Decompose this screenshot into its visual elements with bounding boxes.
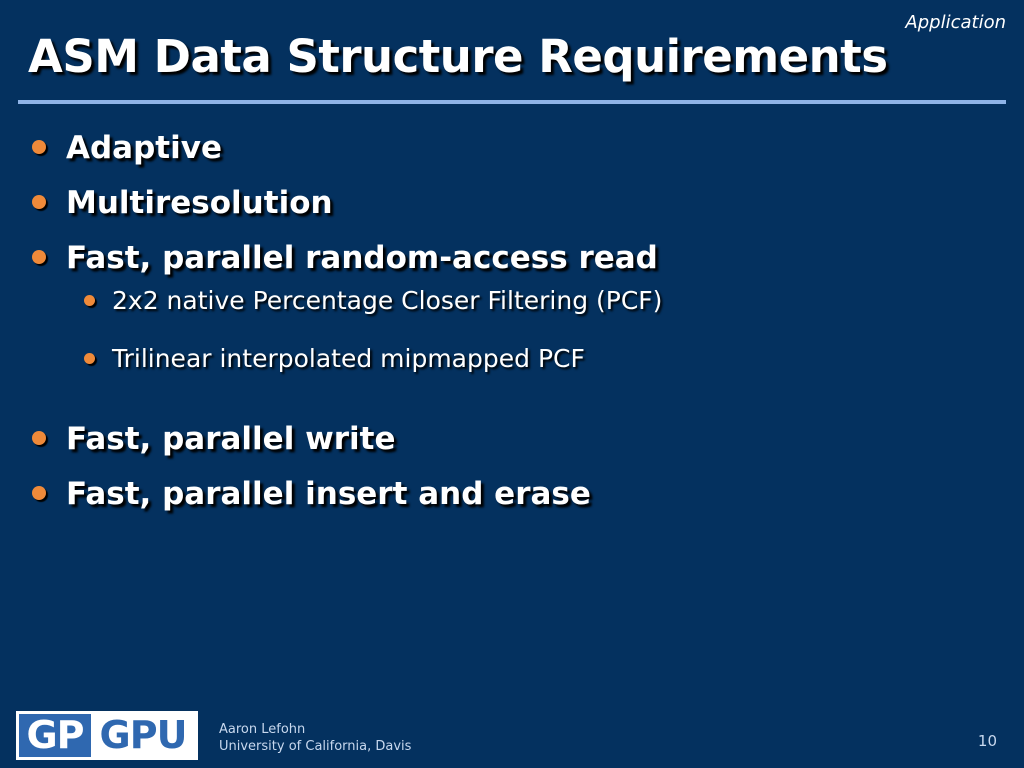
sub-bullet-text: 2x2 native Percentage Closer Filtering (…	[112, 286, 663, 315]
bullet-dot-icon	[32, 140, 46, 154]
bullet-item: Fast, parallel random-access read	[30, 238, 658, 293]
bullet-text: Fast, parallel random-access read	[66, 240, 658, 276]
bullet-dot-icon	[32, 431, 46, 445]
bullet-dot-icon	[32, 195, 46, 209]
bullet-item: Multiresolution	[30, 183, 658, 238]
logo-part-gpu: GPU	[91, 714, 195, 757]
bullet-item: Fast, parallel write	[30, 419, 658, 474]
title-divider	[18, 100, 1006, 104]
bullet-text: Fast, parallel insert and erase	[66, 476, 591, 512]
sub-bullet-item: 2x2 native Percentage Closer Filtering (…	[84, 281, 712, 339]
sub-bullet-group: 2x2 native Percentage Closer Filtering (…	[30, 286, 662, 419]
slide-title: ASM Data Structure Requirements	[28, 30, 888, 83]
page-number: 10	[977, 732, 997, 750]
bullet-list: Adaptive Multiresolution Fast, parallel …	[30, 128, 662, 529]
author-name: Aaron Lefohn	[219, 722, 306, 737]
sub-bullet-text: Trilinear interpolated mipmapped PCF	[112, 344, 585, 373]
bullet-item: Fast, parallel insert and erase	[30, 474, 658, 529]
logo-part-gp: GP	[19, 714, 91, 757]
sub-bullet-dot-icon	[84, 353, 95, 364]
bullet-text: Fast, parallel write	[66, 421, 396, 457]
bullet-text: Multiresolution	[66, 185, 333, 221]
bullet-item: Adaptive	[30, 128, 658, 183]
bullet-dot-icon	[32, 250, 46, 264]
footer-credits: Aaron Lefohn University of California, D…	[219, 721, 411, 755]
author-affiliation: University of California, Davis	[219, 739, 412, 754]
bullet-text: Adaptive	[66, 130, 222, 166]
sub-bullet-list: 2x2 native Percentage Closer Filtering (…	[84, 281, 712, 397]
sub-bullet-item: Trilinear interpolated mipmapped PCF	[84, 339, 712, 397]
section-label: Application	[905, 12, 1006, 33]
gpgpu-logo: GP GPU	[16, 711, 198, 760]
sub-bullet-dot-icon	[84, 295, 95, 306]
bullet-dot-icon	[32, 486, 46, 500]
